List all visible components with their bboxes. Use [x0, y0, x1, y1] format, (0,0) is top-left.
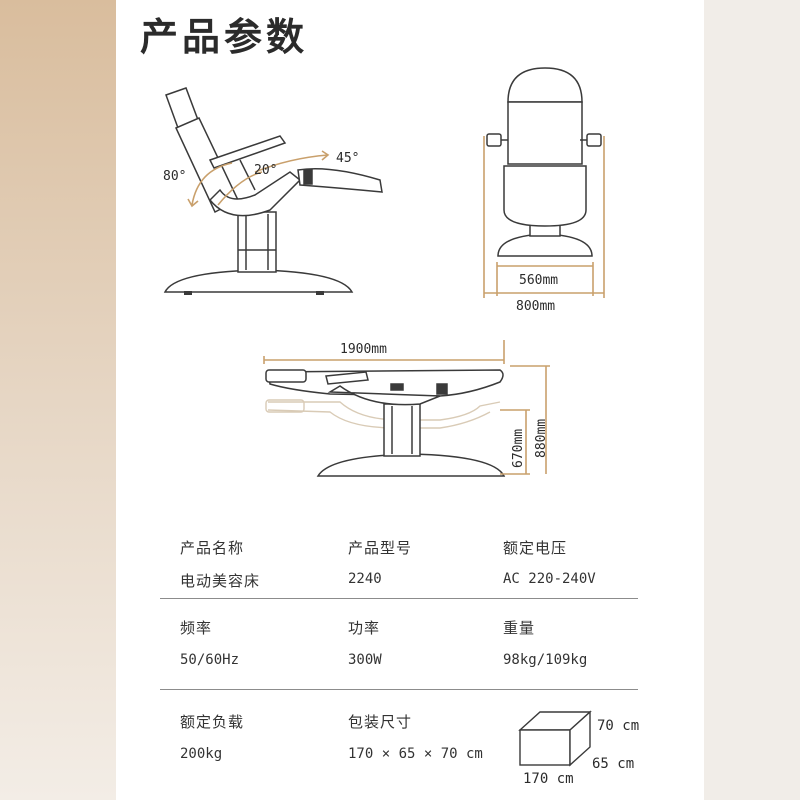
angle-label-20: 20° [254, 163, 277, 178]
flat-column [383, 403, 421, 457]
side-column [237, 211, 277, 273]
side-angle-arcs [187, 150, 330, 208]
spec-value-voltage: AC 220-240V [503, 571, 596, 587]
spec-value-frequency: 50/60Hz [180, 652, 240, 668]
side-armrest [208, 135, 287, 169]
flat-length-1900: 1900mm [340, 342, 387, 357]
spec-value-rated-load: 200kg [180, 746, 223, 762]
page-title: 产品参数 [140, 15, 309, 59]
side-view-chair [163, 87, 383, 295]
spec-value-product-name: 电动美容床 [180, 572, 261, 590]
flat-view-bed [265, 369, 506, 477]
side-legrest [297, 168, 383, 193]
spec-divider-2 [160, 689, 638, 690]
front-armrest-left [486, 133, 502, 147]
flat-dimension-lines [263, 340, 550, 475]
spec-label-frequency: 频率 [180, 619, 213, 637]
right-decor-band [704, 0, 800, 800]
front-backrest [507, 101, 583, 165]
side-base-plate [163, 269, 354, 293]
flat-height-670: 670mm [511, 429, 526, 468]
package-box-icon [518, 710, 592, 767]
flat-headrest [265, 369, 307, 383]
spec-label-voltage: 额定电压 [503, 539, 568, 557]
front-width-800: 800mm [516, 299, 555, 314]
spec-label-power: 功率 [348, 619, 381, 637]
flat-base [316, 453, 506, 477]
box-length-label: 170 cm [523, 771, 574, 787]
spec-label-weight: 重量 [503, 619, 536, 637]
spec-label-rated-load: 额定负载 [180, 713, 245, 731]
flat-view-lowered-ghost [265, 399, 501, 429]
spec-label-product-name: 产品名称 [180, 539, 245, 557]
spec-value-weight: 98kg/109kg [503, 652, 588, 668]
spec-label-package-size: 包装尺寸 [348, 713, 413, 731]
angle-label-45: 45° [336, 151, 359, 166]
front-seat [503, 165, 587, 227]
box-height-label: 70 cm [597, 718, 639, 734]
box-depth-label: 65 cm [592, 756, 634, 772]
front-width-560: 560mm [519, 273, 558, 288]
left-decor-band [0, 0, 116, 800]
spec-value-model: 2240 [348, 571, 382, 587]
front-view-chair [486, 67, 602, 257]
spec-label-model: 产品型号 [348, 539, 413, 557]
spec-divider-1 [160, 598, 638, 599]
flat-height-880: 880mm [534, 419, 549, 458]
spec-value-package-size: 170 × 65 × 70 cm [348, 746, 483, 762]
spec-value-power: 300W [348, 652, 382, 668]
angle-label-80: 80° [163, 169, 186, 184]
front-dimension-lines [483, 136, 605, 298]
front-base [497, 233, 593, 257]
front-armrest-right [586, 133, 602, 147]
front-headrest [507, 67, 583, 103]
